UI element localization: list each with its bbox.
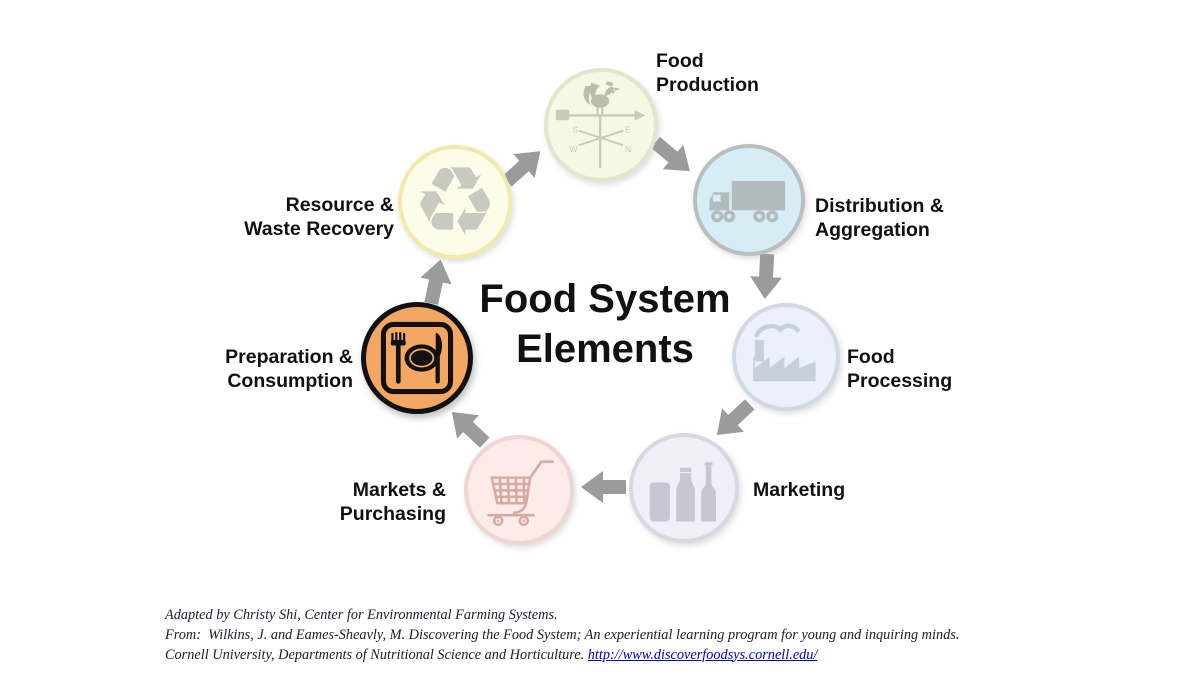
node-circle-food-production: S E W N <box>544 68 658 182</box>
arrow-resource-to-production-icon <box>502 151 541 187</box>
node-circle-distribution-aggregation <box>693 144 805 256</box>
label-distribution-aggregation: Distribution & Aggregation <box>815 195 944 241</box>
label-marketing: Marketing <box>753 479 846 501</box>
node-circle-preparation-consumption <box>361 302 473 414</box>
diagram-title: Food System Elements <box>420 274 790 374</box>
shopping-cart-icon <box>487 460 554 527</box>
source-url-link[interactable]: http://www.discoverfoodsys.cornell.edu/ <box>587 646 818 663</box>
label-resource-waste-recovery: Resource & Waste Recovery <box>244 194 394 240</box>
svg-text:S: S <box>572 125 578 135</box>
arrow-distribution-to-processing-icon <box>750 253 782 299</box>
recycle-icon: ♻ <box>411 146 499 258</box>
svg-text:E: E <box>625 125 631 135</box>
bottles-icon <box>649 462 716 522</box>
attribution-line3: Cornell University, Departments of Nutri… <box>165 646 959 666</box>
attribution-line3-text: Cornell University, Departments of Nutri… <box>165 646 588 663</box>
node-circle-markets-purchasing <box>464 435 574 545</box>
attribution-text: Adapted by Christy Shi, Center for Envir… <box>165 606 959 665</box>
truck-icon <box>709 181 786 223</box>
arrow-markets-to-preparation-icon <box>451 411 490 448</box>
weathervane-rooster-icon: S E W N <box>555 81 646 169</box>
svg-text:W: W <box>569 144 578 154</box>
arrow-processing-to-marketing-icon <box>716 399 755 436</box>
node-circle-food-processing <box>732 303 840 411</box>
label-preparation-consumption: Preparation & Consumption <box>225 346 353 392</box>
label-markets-purchasing: Markets & Purchasing <box>339 479 446 525</box>
place-setting-icon <box>380 321 454 395</box>
arrow-marketing-to-markets-icon <box>581 471 626 503</box>
attribution-line1: Adapted by Christy Shi, Center for Envir… <box>165 607 558 623</box>
arrow-production-to-distribution-icon <box>650 136 690 172</box>
node-circle-resource-waste-recovery: ♻ <box>398 145 512 259</box>
svg-text:N: N <box>625 144 631 154</box>
label-food-processing: Food Processing <box>847 346 953 392</box>
attribution-line2: From: Wilkins, J. and Eames-Sheavly, M. … <box>165 626 960 643</box>
diagram-title-line1: Food System <box>479 277 731 321</box>
node-circle-marketing <box>629 433 739 543</box>
arrow-preparation-to-resource-icon <box>420 259 452 305</box>
diagram-title-line2: Elements <box>516 327 694 371</box>
factory-icon <box>753 323 816 382</box>
label-food-production: Food Production <box>656 50 759 96</box>
